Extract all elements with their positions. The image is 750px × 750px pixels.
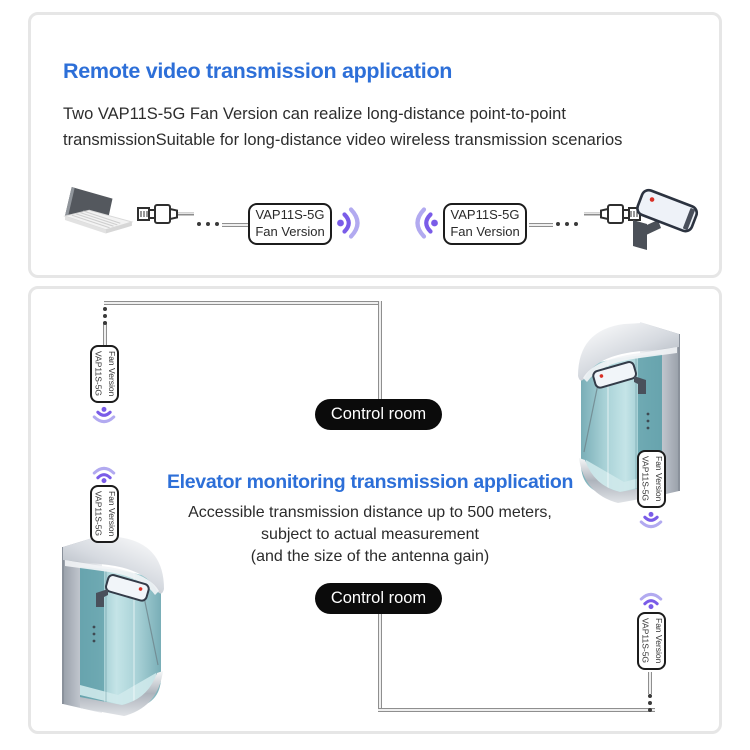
remote-section-heading: Remote video transmission application <box>63 59 453 83</box>
device-box-left: VAP11S-5G Fan Version <box>248 203 332 245</box>
cable <box>529 223 553 227</box>
elevator-section-heading: Elevator monitoring transmission applica… <box>166 471 574 493</box>
cable-dots <box>197 222 219 226</box>
elevator-section-description: Accessible transmission distance up to 5… <box>130 502 610 568</box>
control-room-label: Control room <box>330 405 427 423</box>
device-box-elevator-left: VAP11S-5G Fan Version <box>90 485 119 543</box>
elevator-application-panel: VAP11S-5G Fan Version Control room <box>28 286 722 734</box>
cable <box>222 223 248 227</box>
device-box-elevator-right: VAP11S-5G Fan Version <box>637 450 666 508</box>
device-label-line2: Fan Version <box>450 224 520 239</box>
cable <box>378 301 382 399</box>
device-label-line2: Fan Version <box>255 224 325 239</box>
cctv-camera-icon <box>628 183 706 255</box>
device-box-label: VAP11S-5G Fan Version <box>640 456 665 502</box>
cable <box>648 672 652 694</box>
cable-dots <box>648 694 652 712</box>
description-line: Two VAP11S-5G Fan Version can realize lo… <box>63 105 566 123</box>
device-label-line1: VAP11S-5G <box>450 207 520 223</box>
cable <box>104 301 382 305</box>
wifi-signal-icon <box>638 591 664 610</box>
wifi-signal-icon <box>638 511 664 530</box>
device-box-label: VAP11S-5G Fan Version <box>640 618 665 664</box>
device-box-right: VAP11S-5G Fan Version <box>443 203 527 245</box>
control-room-badge-top: Control room <box>315 399 442 430</box>
cable <box>378 614 382 708</box>
laptop-icon <box>55 186 137 252</box>
cable <box>103 322 107 346</box>
wifi-signal-icon <box>413 205 439 241</box>
device-box-control-left: VAP11S-5G Fan Version <box>90 345 119 403</box>
device-label-line1: VAP11S-5G <box>255 207 325 223</box>
device-box-label: VAP11S-5G Fan Version <box>93 491 118 537</box>
device-box-label: VAP11S-5G Fan Version <box>93 351 118 397</box>
control-room-label: Control room <box>330 589 427 607</box>
wifi-signal-icon <box>91 406 117 425</box>
cable-dots <box>556 222 578 226</box>
description-line: transmissionSuitable for long-distance v… <box>63 130 623 149</box>
device-box-control-right: VAP11S-5G Fan Version <box>637 612 666 670</box>
control-room-badge-bottom: Control room <box>315 583 442 614</box>
description-line: subject to actual measurement <box>261 526 479 544</box>
rj45-connector-icon <box>136 200 194 228</box>
cable-dots <box>103 307 107 325</box>
description-line: Accessible transmission distance up to 5… <box>188 504 552 521</box>
remote-application-panel: Remote video transmission application Tw… <box>28 12 722 278</box>
wifi-signal-icon <box>91 465 117 484</box>
description-line: (and the size of the antenna gain) <box>250 548 490 566</box>
wifi-signal-icon <box>336 205 362 241</box>
cable <box>378 708 655 712</box>
remote-section-description: Two VAP11S-5G Fan Version can realize lo… <box>63 102 622 153</box>
elevator-illustration-bottom-left <box>46 527 166 719</box>
